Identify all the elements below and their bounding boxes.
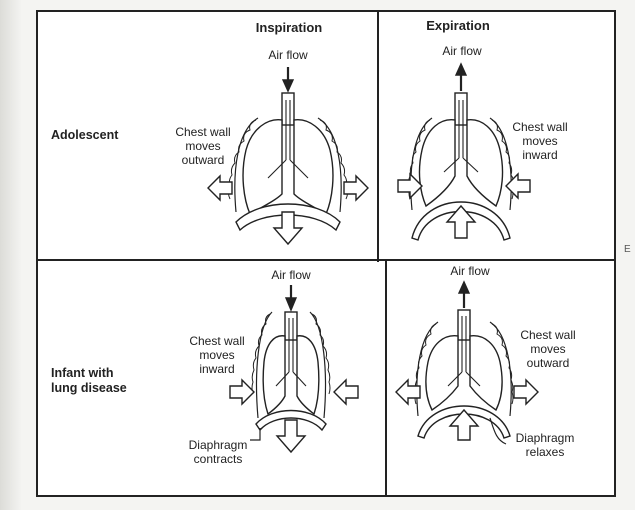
- edge-mark: E: [624, 244, 631, 255]
- column-header-inspiration: Inspiration: [249, 21, 329, 35]
- column-divider-bottom: [385, 260, 387, 497]
- lung-figure-infant-inspiration: [225, 280, 365, 465]
- airflow-label-adolescent-expiration: Air flow: [432, 44, 492, 58]
- row-label-infant: Infant with lung disease: [51, 366, 127, 396]
- chest-arrows-infant-expiration: [394, 378, 544, 408]
- scan-shadow: [0, 0, 22, 510]
- lung-figure-adolescent-expiration: [390, 60, 550, 250]
- chest-arrows-infant-inspiration: [228, 376, 368, 406]
- lung-figure-infant-expiration: [395, 276, 545, 466]
- lung-figure-adolescent-inspiration: [190, 60, 380, 260]
- column-header-expiration: Expiration: [418, 19, 498, 33]
- row-label-adolescent: Adolescent: [51, 128, 118, 143]
